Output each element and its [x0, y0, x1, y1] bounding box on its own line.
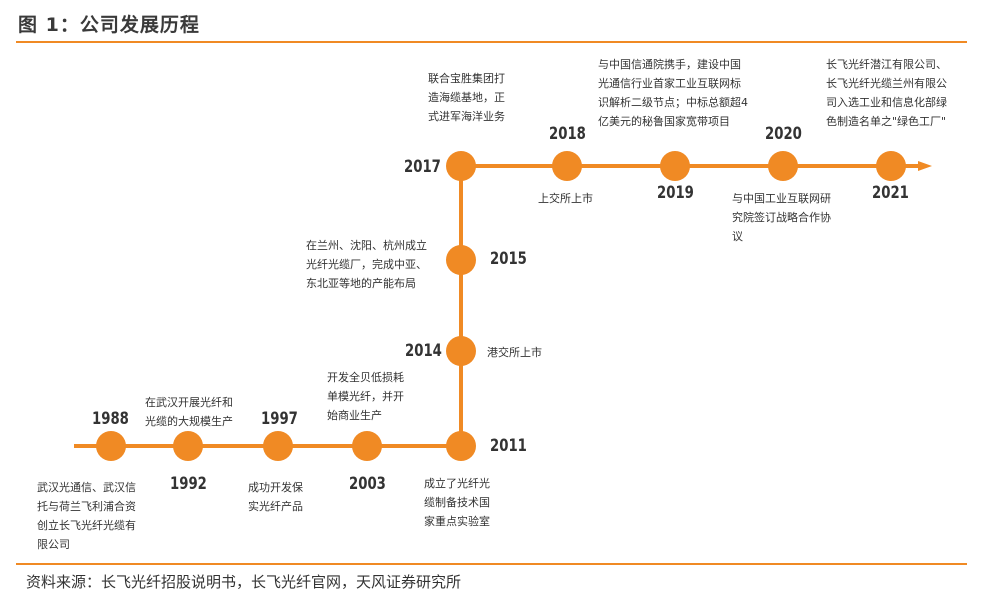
milestone-desc-2003: 开发全贝低损耗单模光纤，并开始商业生产 — [327, 368, 404, 425]
milestone-node-2019 — [660, 151, 690, 181]
milestone-node-2003 — [352, 431, 382, 461]
milestone-desc-2011: 成立了光纤光缆制备技术国家重点实验室 — [424, 474, 490, 531]
milestone-desc-line: 长飞光纤潜江有限公司、 — [826, 58, 947, 71]
milestone-year-2015: 2015 — [490, 249, 527, 269]
milestone-node-1988 — [96, 431, 126, 461]
milestone-desc-line: 光通信行业首家工业互联网标 — [598, 77, 741, 90]
timeline-arrowhead — [918, 161, 932, 171]
milestone-desc-line: 在兰州、沈阳、杭州成立 — [306, 239, 427, 252]
milestone-desc-line: 长飞光纤光缆兰州有限公 — [826, 77, 947, 90]
milestone-node-1992 — [173, 431, 203, 461]
milestone-desc-line: 成功开发保 — [248, 481, 303, 494]
milestone-desc-line: 色制造名单之"绿色工厂" — [826, 115, 947, 128]
milestone-desc-line: 缆制备技术国 — [424, 496, 490, 509]
milestone-year-2014: 2014 — [405, 341, 442, 361]
milestone-node-2014 — [446, 336, 476, 366]
milestone-node-2015 — [446, 245, 476, 275]
milestone-desc-line: 开发全贝低损耗 — [327, 371, 404, 384]
milestone-node-2017 — [446, 151, 476, 181]
milestone-desc-line: 式进军海洋业务 — [428, 110, 505, 123]
milestone-year-2021: 2021 — [872, 183, 909, 203]
milestone-desc-line: 家重点实验室 — [424, 515, 490, 528]
milestone-desc-line: 限公司 — [37, 538, 70, 551]
milestone-desc-line: 光缆的大规模生产 — [145, 415, 233, 428]
title-underline — [16, 41, 967, 43]
milestone-node-1997 — [263, 431, 293, 461]
milestone-desc-2014: 港交所上市 — [487, 343, 542, 362]
milestone-desc-1988: 武汉光通信、武汉信托与荷兰飞利浦合资创立长飞光纤光缆有限公司 — [37, 478, 136, 554]
milestone-desc-line: 始商业生产 — [327, 409, 382, 422]
figure-title: 图 1：公司发展历程 — [18, 14, 200, 36]
milestone-desc-line: 成立了光纤光 — [424, 477, 490, 490]
milestone-desc-line: 武汉光通信、武汉信 — [37, 481, 136, 494]
milestone-year-1988: 1988 — [92, 409, 129, 429]
source-divider — [16, 563, 967, 565]
milestone-desc-2018: 上交所上市 — [538, 189, 593, 208]
milestone-year-2017: 2017 — [404, 157, 441, 177]
milestone-desc-line: 与中国工业互联网研 — [732, 192, 831, 205]
milestone-desc-1992: 在武汉开展光纤和光缆的大规模生产 — [145, 393, 233, 431]
milestone-desc-line: 创立长飞光纤光缆有 — [37, 519, 136, 532]
milestone-year-2003: 2003 — [349, 474, 386, 494]
milestone-node-2020 — [768, 151, 798, 181]
milestone-desc-line: 东北亚等地的产能布局 — [306, 277, 416, 290]
milestone-node-2018 — [552, 151, 582, 181]
milestone-desc-line: 议 — [732, 230, 743, 243]
milestone-desc-line: 实光纤产品 — [248, 500, 303, 513]
milestone-desc-line: 港交所上市 — [487, 346, 542, 359]
milestone-desc-line: 在武汉开展光纤和 — [145, 396, 233, 409]
milestone-desc-line: 上交所上市 — [538, 192, 593, 205]
source-note: 资料来源：长飞光纤招股说明书，长飞光纤官网，天风证券研究所 — [26, 573, 462, 591]
milestone-year-1992: 1992 — [170, 474, 207, 494]
milestone-year-2020: 2020 — [765, 124, 802, 144]
milestone-node-2021 — [876, 151, 906, 181]
milestone-desc-line: 究院签订战略合作协 — [732, 211, 831, 224]
milestone-desc-line: 造海缆基地，正 — [428, 91, 505, 104]
milestone-year-2018: 2018 — [549, 124, 586, 144]
milestone-desc-1997: 成功开发保实光纤产品 — [248, 478, 303, 516]
milestone-year-2011: 2011 — [490, 436, 527, 456]
milestone-desc-line: 单模光纤，并开 — [327, 390, 404, 403]
milestone-desc-2021: 长飞光纤潜江有限公司、长飞光纤光缆兰州有限公司入选工业和信息化部绿色制造名单之"… — [826, 55, 947, 131]
milestone-year-2019: 2019 — [657, 183, 694, 203]
milestone-desc-2020: 与中国工业互联网研究院签订战略合作协议 — [732, 189, 831, 246]
milestone-desc-line: 识解析二级节点；中标总额超4 — [598, 96, 748, 109]
milestone-desc-line: 亿美元的秘鲁国家宽带项目 — [598, 115, 730, 128]
milestone-node-2011 — [446, 431, 476, 461]
milestone-desc-2015: 在兰州、沈阳、杭州成立光纤光缆厂，完成中亚、东北亚等地的产能布局 — [306, 236, 427, 293]
milestone-desc-line: 光纤光缆厂，完成中亚、 — [306, 258, 427, 271]
milestone-desc-line: 司入选工业和信息化部绿 — [826, 96, 947, 109]
milestone-desc-line: 联合宝胜集团打 — [428, 72, 505, 85]
milestone-desc-2017: 联合宝胜集团打造海缆基地，正式进军海洋业务 — [428, 69, 505, 126]
milestone-desc-line: 托与荷兰飞利浦合资 — [37, 500, 136, 513]
milestone-desc-2019: 与中国信通院携手，建设中国光通信行业首家工业互联网标识解析二级节点；中标总额超4… — [598, 55, 748, 131]
milestone-year-1997: 1997 — [261, 409, 298, 429]
milestone-desc-line: 与中国信通院携手，建设中国 — [598, 58, 741, 71]
